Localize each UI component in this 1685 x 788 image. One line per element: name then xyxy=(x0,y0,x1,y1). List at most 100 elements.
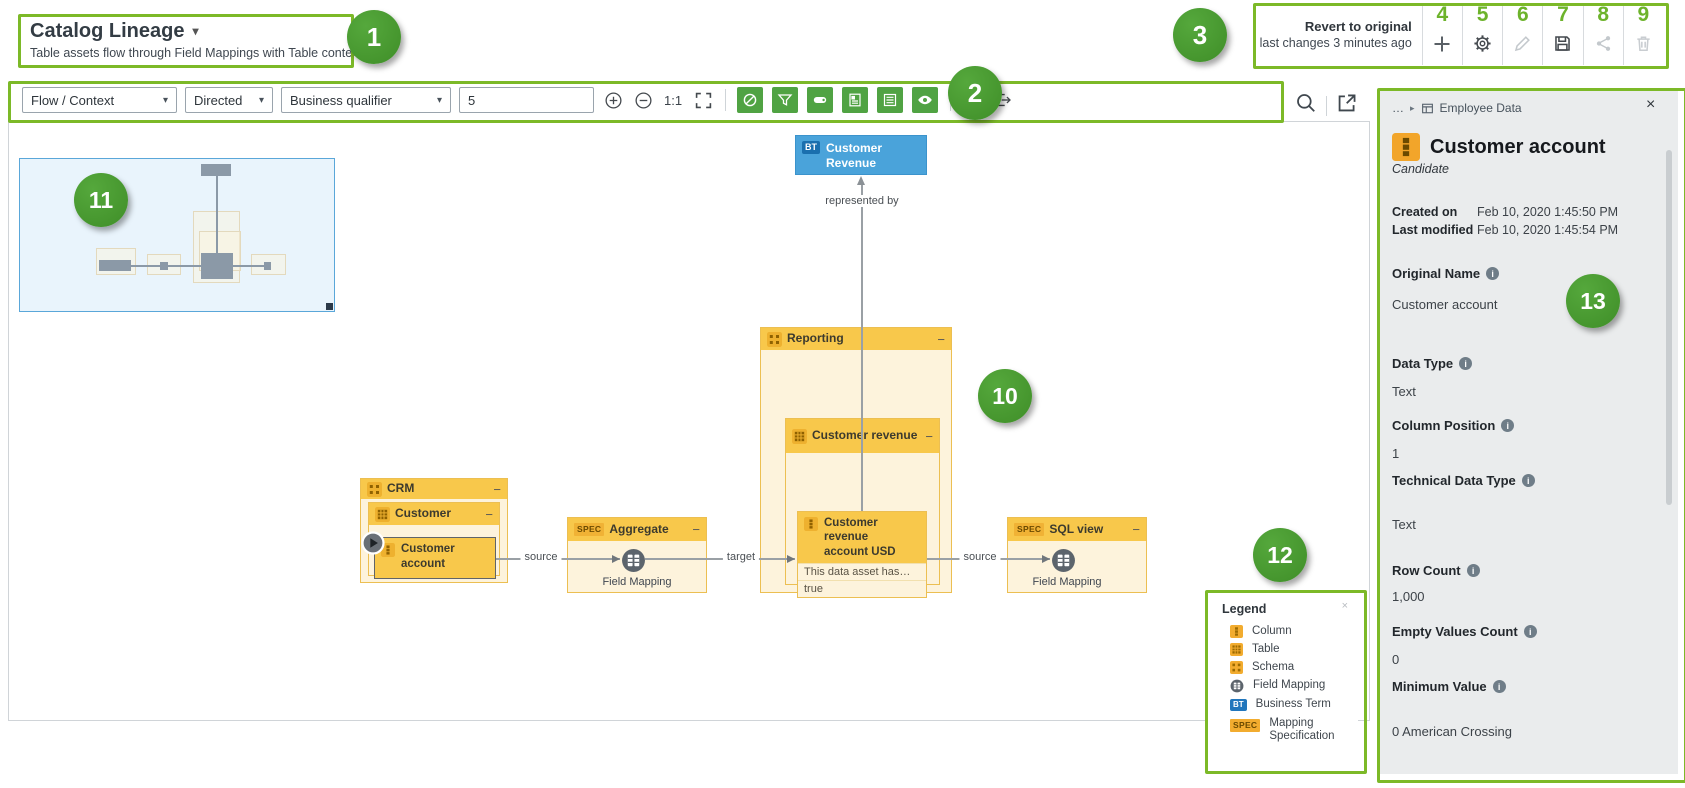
node-spec-sql-view[interactable]: SPEC SQL view − xyxy=(1007,517,1147,593)
legend-label: Business Term xyxy=(1255,698,1331,710)
info-icon[interactable]: i xyxy=(1459,357,1473,370)
legend-item-field-mapping: Field Mapping xyxy=(1230,679,1325,693)
close-icon[interactable]: × xyxy=(1646,96,1656,113)
delete-button[interactable]: 9 xyxy=(1622,3,1663,65)
attribute-value[interactable]: 0 American Crossing xyxy=(1392,724,1512,739)
zoom-reset-button[interactable]: 1:1 xyxy=(664,92,683,108)
page-title[interactable]: Catalog Lineage▾ xyxy=(30,20,199,43)
node-label: Aggregate xyxy=(609,521,669,536)
callout-11: 11 xyxy=(74,173,128,227)
schema-header[interactable]: Reporting − xyxy=(761,328,951,350)
layout-select[interactable]: Flow / Context ▾ xyxy=(22,87,177,113)
share-icon xyxy=(1594,34,1613,58)
chevron-down-icon: ▾ xyxy=(192,24,199,38)
plus-icon xyxy=(1432,34,1452,59)
schema-icon xyxy=(1230,661,1243,675)
visibility-toggle[interactable] xyxy=(912,87,939,113)
callout-7: 7 xyxy=(1557,3,1569,26)
overlap-toggle[interactable] xyxy=(737,87,764,113)
node-spec-aggregate[interactable]: SPEC Aggregate − xyxy=(567,517,707,593)
table-header[interactable]: Customer − xyxy=(369,503,499,525)
header-actions: Revert to original last changes 3 minute… xyxy=(1253,3,1663,65)
attribute-value[interactable]: 1 xyxy=(1392,446,1400,461)
revert-label: Revert to original xyxy=(1304,18,1412,34)
collapse-icon[interactable]: − xyxy=(925,428,933,444)
legend-label: Column xyxy=(1252,625,1292,637)
details-toggle[interactable] xyxy=(842,87,869,113)
minimap[interactable] xyxy=(19,158,335,312)
attribute-label-text: Technical Data Type xyxy=(1392,473,1516,488)
search-icon[interactable] xyxy=(1295,92,1317,119)
revert-to-original[interactable]: Revert to original last changes 3 minute… xyxy=(1253,3,1422,65)
open-in-new-icon[interactable] xyxy=(1336,92,1358,119)
node-business-term-customer-revenue[interactable]: BT Customer Revenue xyxy=(795,135,927,175)
node-label: Customer revenue account USD xyxy=(824,517,896,558)
callout-1: 1 xyxy=(347,10,401,64)
attribute-label-text: Empty Values Count xyxy=(1392,624,1518,639)
attribute-value[interactable]: 1,000 xyxy=(1392,589,1425,604)
field-mapping-icon[interactable] xyxy=(1051,548,1076,578)
breadcrumb-ellipsis[interactable]: … xyxy=(1392,101,1404,115)
play-trace-button[interactable] xyxy=(360,530,386,561)
collapse-icon[interactable]: − xyxy=(1132,522,1140,537)
info-icon[interactable]: i xyxy=(1501,419,1515,432)
breadcrumb[interactable]: … ▸ Employee Data xyxy=(1392,101,1522,115)
fit-to-screen-button[interactable] xyxy=(692,89,714,111)
zoom-out-button[interactable] xyxy=(632,89,654,111)
info-icon[interactable]: i xyxy=(1486,267,1500,280)
field-mapping-label: Field Mapping xyxy=(1032,576,1102,588)
attribute-value[interactable]: Customer account xyxy=(1392,297,1498,312)
info-icon[interactable]: i xyxy=(1492,680,1506,693)
label-toggle[interactable] xyxy=(807,87,834,113)
attribute-value[interactable]: 0 xyxy=(1392,652,1400,667)
settings-button[interactable]: 5 xyxy=(1461,3,1502,65)
node-column-customer-revenue-account-usd[interactable]: Customer revenue account USD This data a… xyxy=(797,511,927,599)
add-button[interactable]: 4 xyxy=(1421,3,1462,65)
collapse-icon[interactable]: − xyxy=(493,481,501,497)
last-changes-text: last changes 3 minutes ago xyxy=(1259,35,1412,50)
attribute-label-text: Data Type xyxy=(1392,356,1454,371)
list-toggle[interactable] xyxy=(877,87,904,113)
share-button[interactable]: 8 xyxy=(1582,3,1623,65)
save-button[interactable]: 7 xyxy=(1542,3,1582,65)
arrowhead-right xyxy=(612,555,620,563)
info-icon[interactable]: i xyxy=(1521,474,1535,487)
field-mapping-icon[interactable] xyxy=(621,548,646,578)
table-icon xyxy=(375,506,390,522)
breadcrumb-item[interactable]: Employee Data xyxy=(1439,101,1522,115)
schema-header[interactable]: CRM − xyxy=(361,479,507,499)
filter-toggle[interactable] xyxy=(772,87,799,113)
spec-header[interactable]: SPEC Aggregate − xyxy=(568,518,706,541)
scrollbar-thumb[interactable] xyxy=(1666,150,1672,505)
chevron-right-icon: ▸ xyxy=(1410,102,1415,113)
collapse-icon[interactable]: − xyxy=(692,522,700,537)
attribute-value[interactable]: Text xyxy=(1392,384,1416,399)
edit-button[interactable]: 6 xyxy=(1502,3,1542,65)
node-column-customer-account[interactable]: Customer account xyxy=(374,537,496,579)
attribute-label-text: Column Position xyxy=(1392,418,1496,433)
spec-header[interactable]: SPEC SQL view − xyxy=(1008,518,1146,541)
callout-10: 10 xyxy=(978,369,1032,423)
qualifier-select[interactable]: Business qualifier ▾ xyxy=(281,87,451,113)
close-icon[interactable]: × xyxy=(1341,600,1348,612)
depth-input[interactable] xyxy=(459,87,594,113)
zoom-in-button[interactable] xyxy=(602,89,624,111)
direction-select[interactable]: Directed ▾ xyxy=(185,87,273,113)
info-icon[interactable]: i xyxy=(1466,564,1480,577)
attribute-label-text: Minimum Value xyxy=(1392,679,1487,694)
attribute-value[interactable]: Text xyxy=(1392,517,1416,532)
collapse-icon[interactable]: − xyxy=(937,331,945,347)
arrowhead-right xyxy=(787,555,795,563)
attribute-label-text: Row Count xyxy=(1392,563,1461,578)
collapse-icon[interactable]: − xyxy=(485,506,493,522)
node-attribute: This data asset has… xyxy=(798,563,926,581)
column-header[interactable]: Customer revenue account USD xyxy=(798,512,926,564)
info-icon[interactable]: i xyxy=(1523,625,1537,638)
asset-detail-panel xyxy=(1380,91,1678,774)
legend-item-business-term: BT Business Term xyxy=(1230,698,1331,711)
toolbar-divider xyxy=(725,89,727,111)
legend: Legend × Column Table Schema Field Mappi… xyxy=(1208,593,1358,765)
table-header[interactable]: Customer revenue − xyxy=(786,419,939,453)
minimap-resize-handle[interactable] xyxy=(326,303,333,310)
callout-5: 5 xyxy=(1476,3,1489,26)
